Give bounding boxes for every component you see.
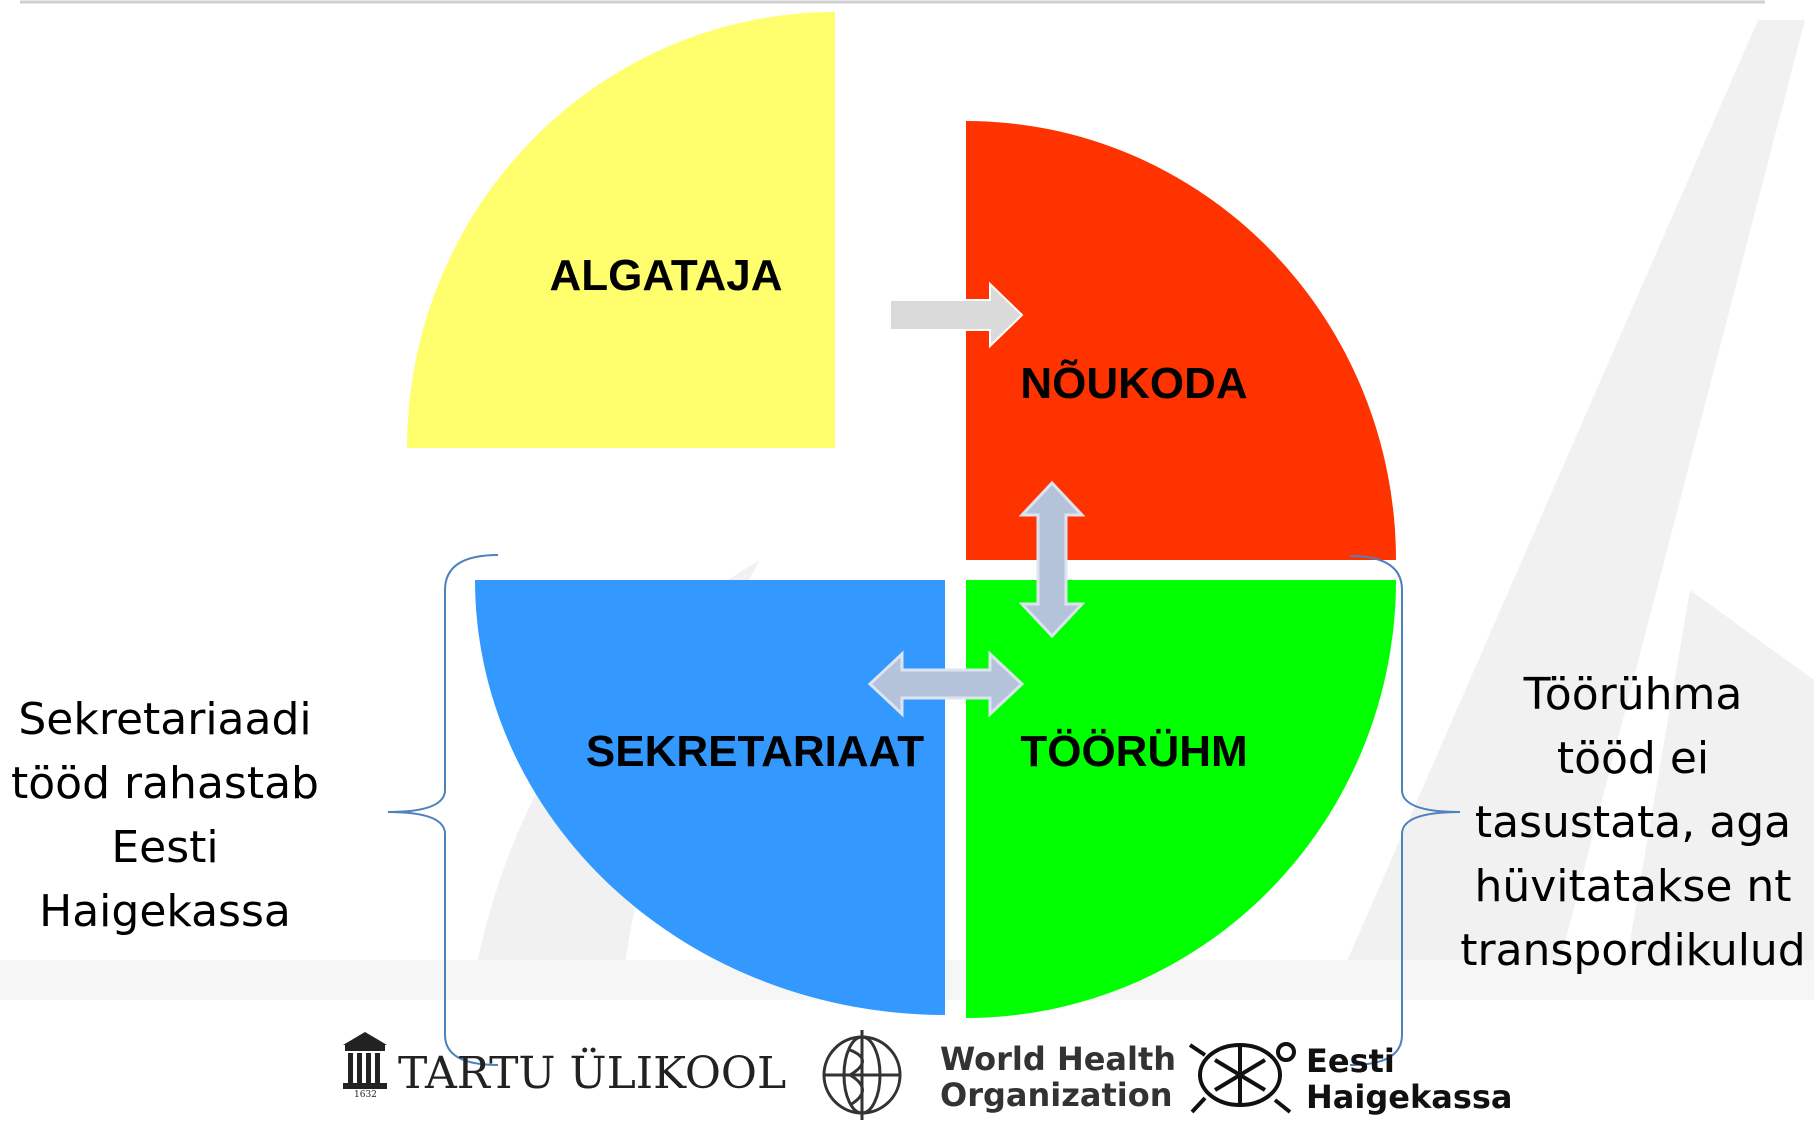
quadrant-sekretariaat <box>475 580 945 1015</box>
double-arrow-horizontal-icon <box>867 650 1025 718</box>
label-noukoda: NÕUKODA <box>1020 359 1248 408</box>
label-toorühm: TÖÖRÜHM <box>1020 727 1248 776</box>
arrow-right-icon <box>889 281 1024 349</box>
right-note: Töörühma tööd ei tasustata, aga hüvitata… <box>1452 663 1814 983</box>
left-note-line: Sekretariaadi <box>18 694 312 745</box>
label-algataja: ALGATAJA <box>549 251 783 300</box>
quadrant-algataja <box>407 12 835 448</box>
who-logo-line2: Organization <box>940 1076 1173 1114</box>
left-note-line: tööd rahastab <box>11 758 319 809</box>
right-note-line: hüvitatakse nt <box>1474 861 1792 912</box>
haigekassa-logo-line2: Haigekassa <box>1306 1078 1513 1116</box>
right-note-line: tasustata, aga <box>1474 797 1792 848</box>
haigekassa-logo-line1: Eesti <box>1306 1042 1395 1080</box>
quadrant-noukoda <box>966 121 1396 560</box>
who-emblem-icon <box>822 1030 902 1120</box>
label-sekretariaat: SEKRETARIAAT <box>585 727 925 776</box>
left-bracket <box>387 554 499 1066</box>
who-logo-line1: World Health <box>940 1040 1177 1078</box>
double-arrow-vertical-icon <box>1018 480 1086 639</box>
right-note-line: tööd ei <box>1556 733 1710 784</box>
right-note-line: transpordikulud <box>1460 925 1806 976</box>
right-bracket <box>1349 555 1461 1066</box>
tartu-logo-text: TARTU ÜLIKOOL <box>398 1048 787 1099</box>
left-note-line: Haigekassa <box>39 886 291 937</box>
left-note: Sekretariaadi tööd rahastab Eesti Haigek… <box>0 688 330 944</box>
haigekassa-turtle-icon <box>1188 1042 1296 1114</box>
right-note-line: Töörühma <box>1523 669 1743 720</box>
tartu-building-icon <box>343 1032 387 1089</box>
tartu-logo-year: 1632 <box>354 1090 377 1100</box>
quadrant-toorühm <box>966 580 1396 1018</box>
left-note-line: Eesti <box>111 822 219 873</box>
